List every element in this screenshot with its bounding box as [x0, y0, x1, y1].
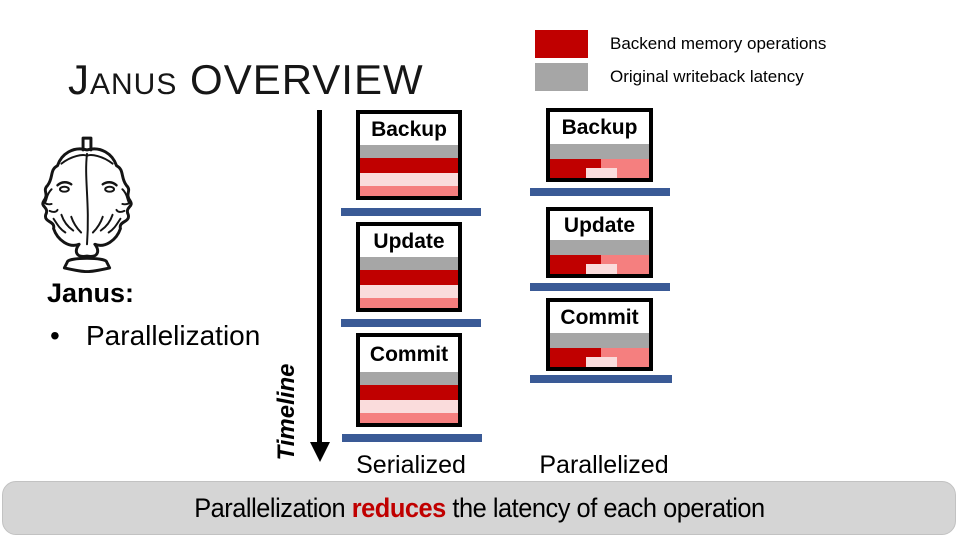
backend-op-stripe: [360, 385, 458, 400]
parallelized-update-box: Update: [546, 207, 653, 278]
parallel-ops-band: [550, 159, 649, 178]
backend-op-stripe-salmon: [360, 298, 458, 308]
op-box-label: Commit: [560, 305, 639, 329]
writeback-latency-stripe: [550, 333, 649, 348]
serialized-backup-box: Backup: [356, 110, 462, 200]
writeback-latency-stripe: [360, 372, 458, 385]
op-box-label: Backup: [561, 116, 638, 139]
latency-bar: [530, 375, 672, 383]
timeline-label: Timeline: [273, 363, 300, 461]
legend-swatch-gray: [535, 63, 588, 91]
backend-op-stripe-light: [360, 285, 458, 298]
backend-op-stripe-light: [360, 173, 458, 186]
legend-row-writeback-latency: Original writeback latency: [535, 63, 826, 91]
backend-op-stripe: [360, 158, 458, 173]
writeback-latency-stripe: [550, 240, 649, 255]
op-box-label: Backup: [371, 117, 447, 141]
latency-bar: [341, 319, 481, 327]
backend-op-stripe-light: [585, 263, 618, 274]
op-box-label: Commit: [369, 342, 449, 366]
parallel-ops-band: [550, 255, 649, 274]
serialized-commit-box: Commit: [356, 333, 462, 427]
janus-heading: Janus:: [47, 278, 135, 308]
legend: Backend memory operations Original write…: [535, 30, 826, 96]
backend-op-stripe: [360, 270, 458, 285]
backend-op-stripe-light: [585, 356, 618, 367]
latency-bar: [530, 283, 670, 291]
serialized-update-box: Update: [356, 222, 462, 312]
op-box-label: Update: [563, 213, 636, 237]
title-smallcaps: ANUS: [90, 68, 178, 101]
latency-bar: [341, 208, 481, 216]
parallelized-caption: Parallelized: [539, 451, 669, 479]
janus-bullet-text: Parallelization: [86, 320, 261, 351]
backend-op-stripe-light: [360, 400, 458, 413]
legend-swatch-red: [535, 30, 588, 58]
backend-op-stripe-light: [585, 167, 618, 178]
parallelized-backup-box: Backup: [546, 108, 653, 182]
parallel-ops-band: [550, 348, 649, 367]
takeaway-suffix: the latency of each operation: [445, 492, 765, 523]
latency-bar: [530, 188, 670, 196]
takeaway-highlight: reduces: [351, 492, 446, 523]
legend-label: Original writeback latency: [610, 67, 804, 86]
page-title: JANUS OVERVIEW: [68, 56, 424, 104]
title-rest: OVERVIEW: [177, 56, 424, 103]
timeline-arrowhead-icon: [310, 442, 330, 462]
janus-head-image: [41, 136, 133, 273]
title-lead: J: [68, 56, 90, 103]
latency-bar: [342, 434, 482, 442]
takeaway-prefix: Parallelization: [193, 492, 352, 523]
writeback-latency-stripe: [360, 257, 458, 270]
legend-label: Backend memory operations: [610, 34, 827, 53]
takeaway-text: Parallelization reduces the latency of e…: [193, 492, 765, 524]
bullet-icon: •: [50, 320, 60, 351]
takeaway-banner: Parallelization reduces the latency of e…: [2, 481, 956, 535]
writeback-latency-stripe: [550, 144, 649, 159]
backend-op-stripe-salmon: [360, 413, 458, 423]
legend-row-backend-ops: Backend memory operations: [535, 30, 826, 58]
serialized-caption: Serialized: [356, 451, 466, 479]
writeback-latency-stripe: [360, 145, 458, 158]
janus-bullet-item: • Parallelization: [50, 320, 260, 352]
timeline-arrow-line: [317, 110, 322, 442]
parallelized-commit-box: Commit: [546, 298, 653, 371]
op-box-label: Update: [373, 229, 445, 253]
backend-op-stripe-salmon: [360, 186, 458, 196]
